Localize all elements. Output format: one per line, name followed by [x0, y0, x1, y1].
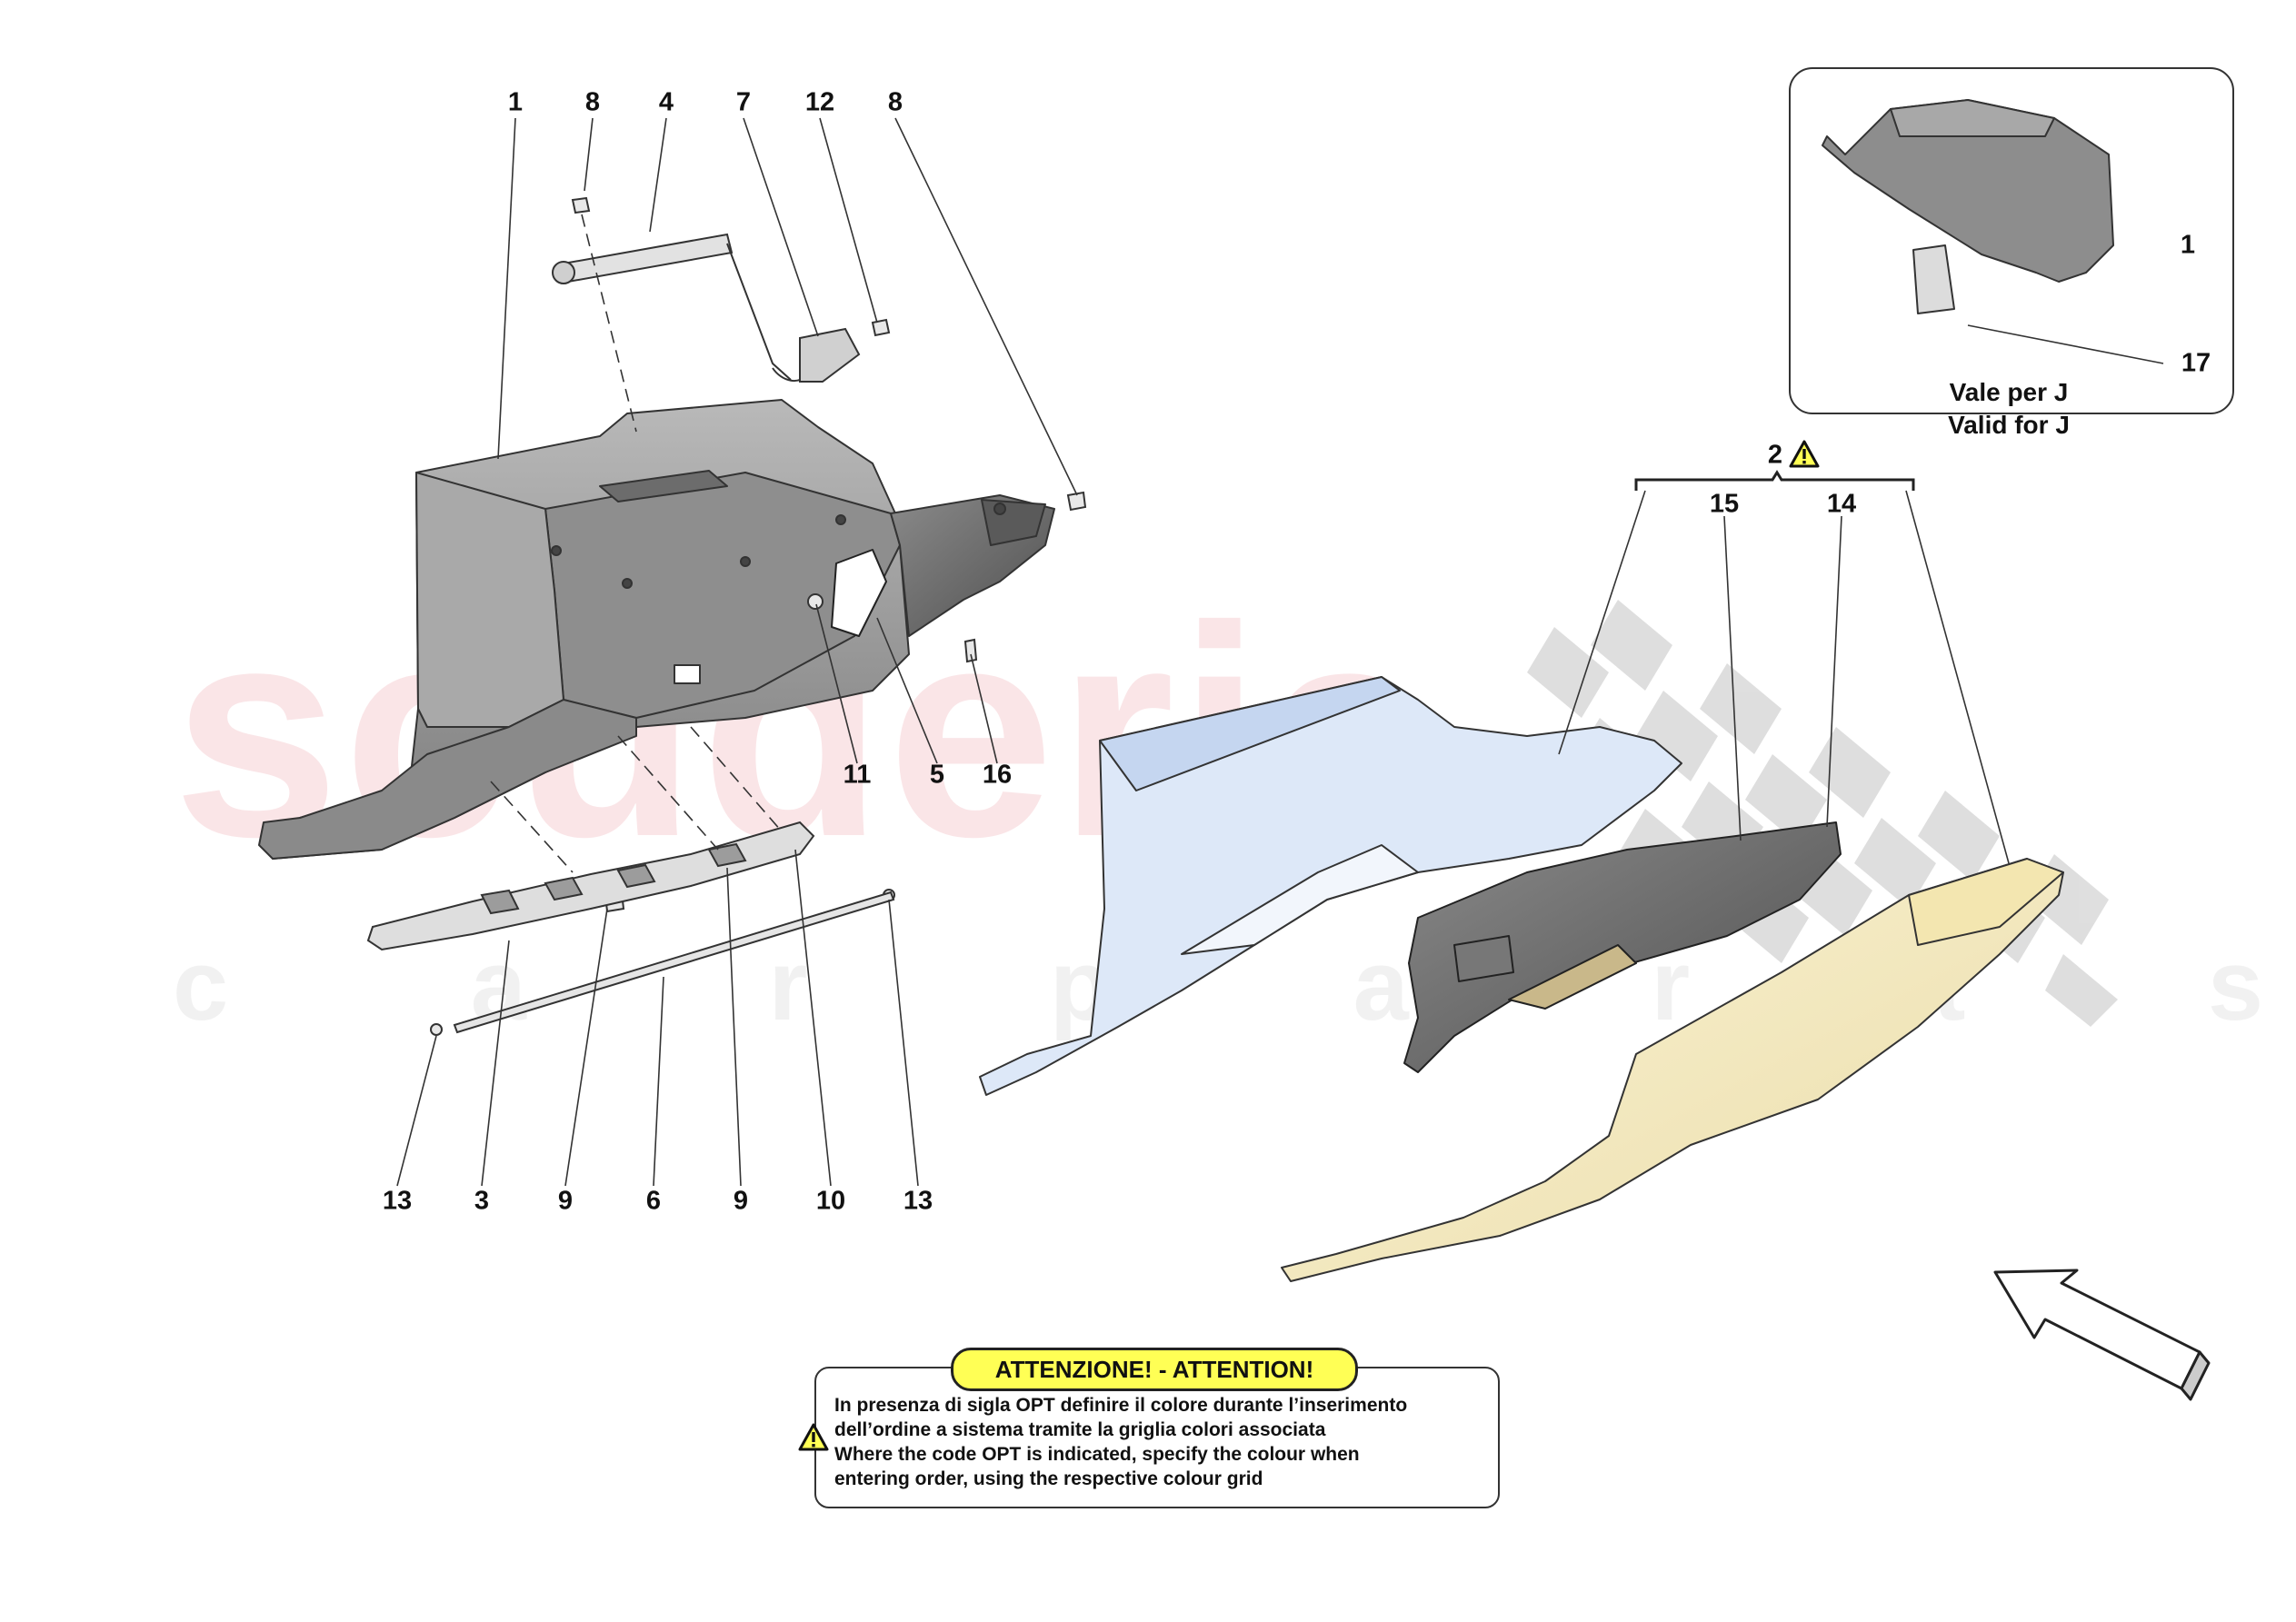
callout-5: 5 [929, 760, 945, 790]
warning-line-2: dell’ordine a sistema tramite la griglia… [834, 1419, 1326, 1440]
inset-caption-it: Vale per J [1949, 378, 2069, 406]
group-bracket [1634, 470, 1915, 491]
warning-triangle-icon [798, 1423, 829, 1451]
callout-11: 11 [843, 760, 872, 790]
callout-14: 14 [1826, 489, 1857, 519]
inset-caption-en: Valid for J [1948, 411, 2070, 439]
inset-glovebox [1822, 99, 2114, 314]
callout-13: 13 [903, 1186, 933, 1216]
leader-lines [396, 117, 2164, 1187]
warning-triangle-icon [1789, 440, 1820, 468]
lid-lining [1281, 858, 2064, 1282]
inset-callout-17: 17 [2181, 348, 2211, 378]
hinge-rod [453, 891, 895, 1034]
callout-13: 13 [382, 1186, 413, 1216]
callout-4: 4 [658, 87, 674, 117]
hinge-bracket [799, 327, 861, 383]
lid-inner-panel [1403, 821, 1842, 1073]
glovebox-lid [979, 676, 1682, 1096]
damper-strut [552, 233, 810, 382]
callout-15: 15 [1709, 489, 1740, 519]
callout-16: 16 [982, 760, 1013, 790]
warning-title: ATTENZIONE! - ATTENTION! [951, 1348, 1358, 1391]
callout-8: 8 [887, 87, 903, 117]
callout-7: 7 [735, 87, 752, 117]
callout-1: 1 [507, 87, 524, 117]
callout-9: 9 [733, 1186, 749, 1216]
callout-10: 10 [815, 1186, 846, 1216]
glovebox-housing [258, 399, 1055, 860]
callout-9: 9 [557, 1186, 574, 1216]
warning-line-1: In presenza di sigla OPT definire il col… [834, 1395, 1408, 1416]
inset-panel [1789, 67, 2234, 414]
direction-arrow-icon [1993, 1269, 2211, 1401]
callout-12: 12 [804, 87, 835, 117]
callout-6: 6 [645, 1186, 662, 1216]
callout-3: 3 [474, 1186, 490, 1216]
inset-callout-1: 1 [2180, 230, 2196, 260]
lock-strip [366, 821, 815, 951]
assembly-dashes [490, 214, 783, 873]
warning-line-4: entering order, using the respective col… [834, 1468, 1263, 1489]
callout-8: 8 [584, 87, 601, 117]
warning-line-3: Where the code OPT is indicated, specify… [834, 1444, 1360, 1465]
callout-2: 2 [1767, 440, 1783, 470]
